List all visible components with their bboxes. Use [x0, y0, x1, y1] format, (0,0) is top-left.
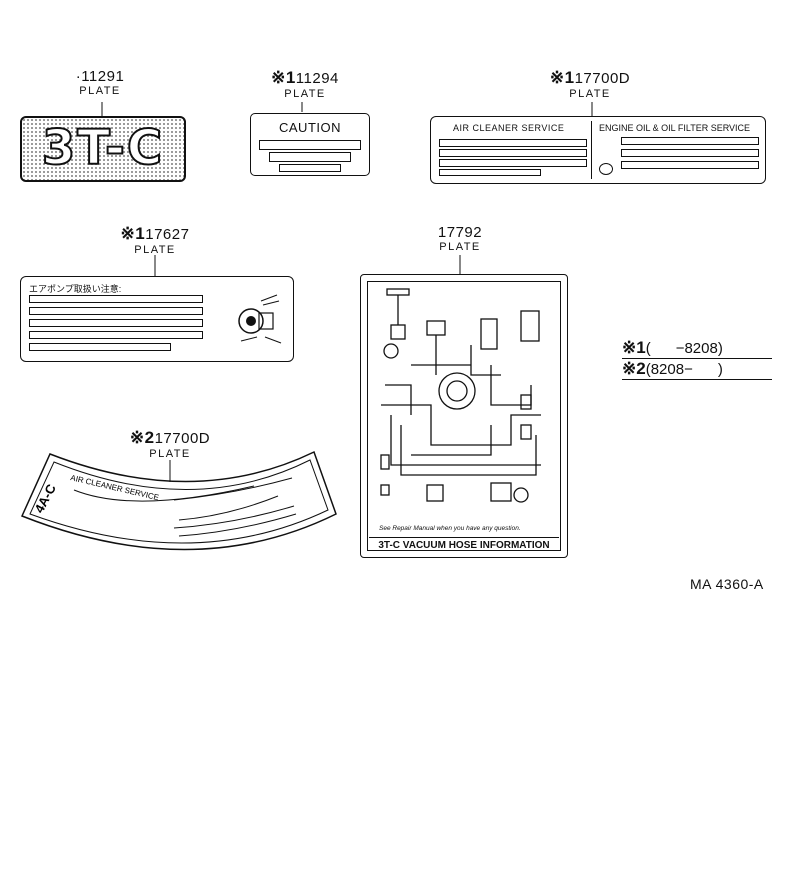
- plate-air-pump: エアポンプ取扱い注意:: [20, 276, 294, 362]
- plate-service: AIR CLEANER SERVICE ENGINE OIL & OIL FIL…: [430, 116, 766, 184]
- part-name: PLATE: [284, 88, 326, 100]
- caution-heading: CAUTION: [279, 120, 341, 135]
- oil-filter-heading: ENGINE OIL & OIL FILTER SERVICE: [599, 123, 751, 133]
- part-label-17700d-1: ※117700D PLATE: [520, 68, 660, 100]
- oil-can-icon: [599, 163, 613, 175]
- vacuum-hose-diagram: [380, 288, 541, 503]
- text-bar: [29, 307, 203, 315]
- text-bar: [259, 140, 361, 150]
- air-pump-heading: エアポンプ取扱い注意:: [29, 284, 122, 294]
- part-number: ※111294: [271, 68, 339, 87]
- plate-caution: CAUTION: [250, 113, 370, 176]
- legend-range: (8208− ): [645, 361, 723, 378]
- air-pump-icon: [238, 294, 282, 344]
- text-bar: [439, 159, 587, 167]
- legend-underline: [622, 379, 772, 380]
- part-name: PLATE: [149, 448, 191, 460]
- part-label-11294: ※111294 PLATE: [240, 68, 370, 100]
- legend-row: ※1( −8208): [622, 338, 772, 358]
- text-bar: [29, 343, 171, 351]
- part-number: ·11291: [75, 68, 125, 85]
- text-bar: [29, 295, 203, 303]
- text-bar: [621, 137, 759, 145]
- part-label-17792: 17792 PLATE: [420, 224, 500, 253]
- legend-range: ( −8208): [645, 340, 723, 357]
- arc-heading: AIR CLEANER SERVICE: [70, 473, 160, 502]
- part-number: ※217700D: [129, 428, 211, 447]
- part-label-11291: ·11291 PLATE: [60, 68, 140, 97]
- text-bar: [621, 149, 759, 157]
- part-name: PLATE: [79, 85, 121, 97]
- plate-3tc: 3T-C: [20, 116, 186, 182]
- footer-note: See Repair Manual when you have any ques…: [379, 525, 521, 532]
- figure-code: MA 4360-A: [690, 576, 764, 592]
- plate-title: 3T-C VACUUM HOSE INFORMATION: [369, 537, 559, 551]
- text-bar: [439, 139, 587, 147]
- text-bar: [621, 161, 759, 169]
- text-bar: [29, 319, 203, 327]
- part-name: PLATE: [569, 88, 611, 100]
- part-number: 17792: [437, 224, 483, 241]
- part-name: PLATE: [439, 241, 481, 253]
- plate-3tc-text: 3T-C: [41, 119, 165, 177]
- part-number: ※117700D: [549, 68, 631, 87]
- plate-arc-air-cleaner: 4A-C AIR CLEANER SERVICE: [20, 450, 337, 551]
- legend-row: ※2(8208− ): [622, 358, 772, 379]
- part-label-17700d-2: ※217700D PLATE: [110, 428, 230, 460]
- part-name: PLATE: [134, 244, 176, 256]
- inner-frame: [367, 281, 561, 551]
- part-number: ※117627: [120, 224, 190, 243]
- part-label-17627: ※117627 PLATE: [95, 224, 215, 256]
- divider: [591, 121, 592, 179]
- legend-mark: ※1: [622, 338, 646, 357]
- legend-mark: ※2: [622, 359, 646, 378]
- text-bar: [279, 164, 341, 172]
- text-bar: [29, 331, 203, 339]
- plate-vacuum-hose: See Repair Manual when you have any ques…: [360, 274, 568, 558]
- text-bar: [269, 152, 351, 162]
- text-bar: [439, 149, 587, 157]
- text-bar: [439, 169, 541, 176]
- legend: ※1( −8208) ※2(8208− ): [622, 338, 772, 380]
- air-cleaner-heading: AIR CLEANER SERVICE: [453, 123, 565, 133]
